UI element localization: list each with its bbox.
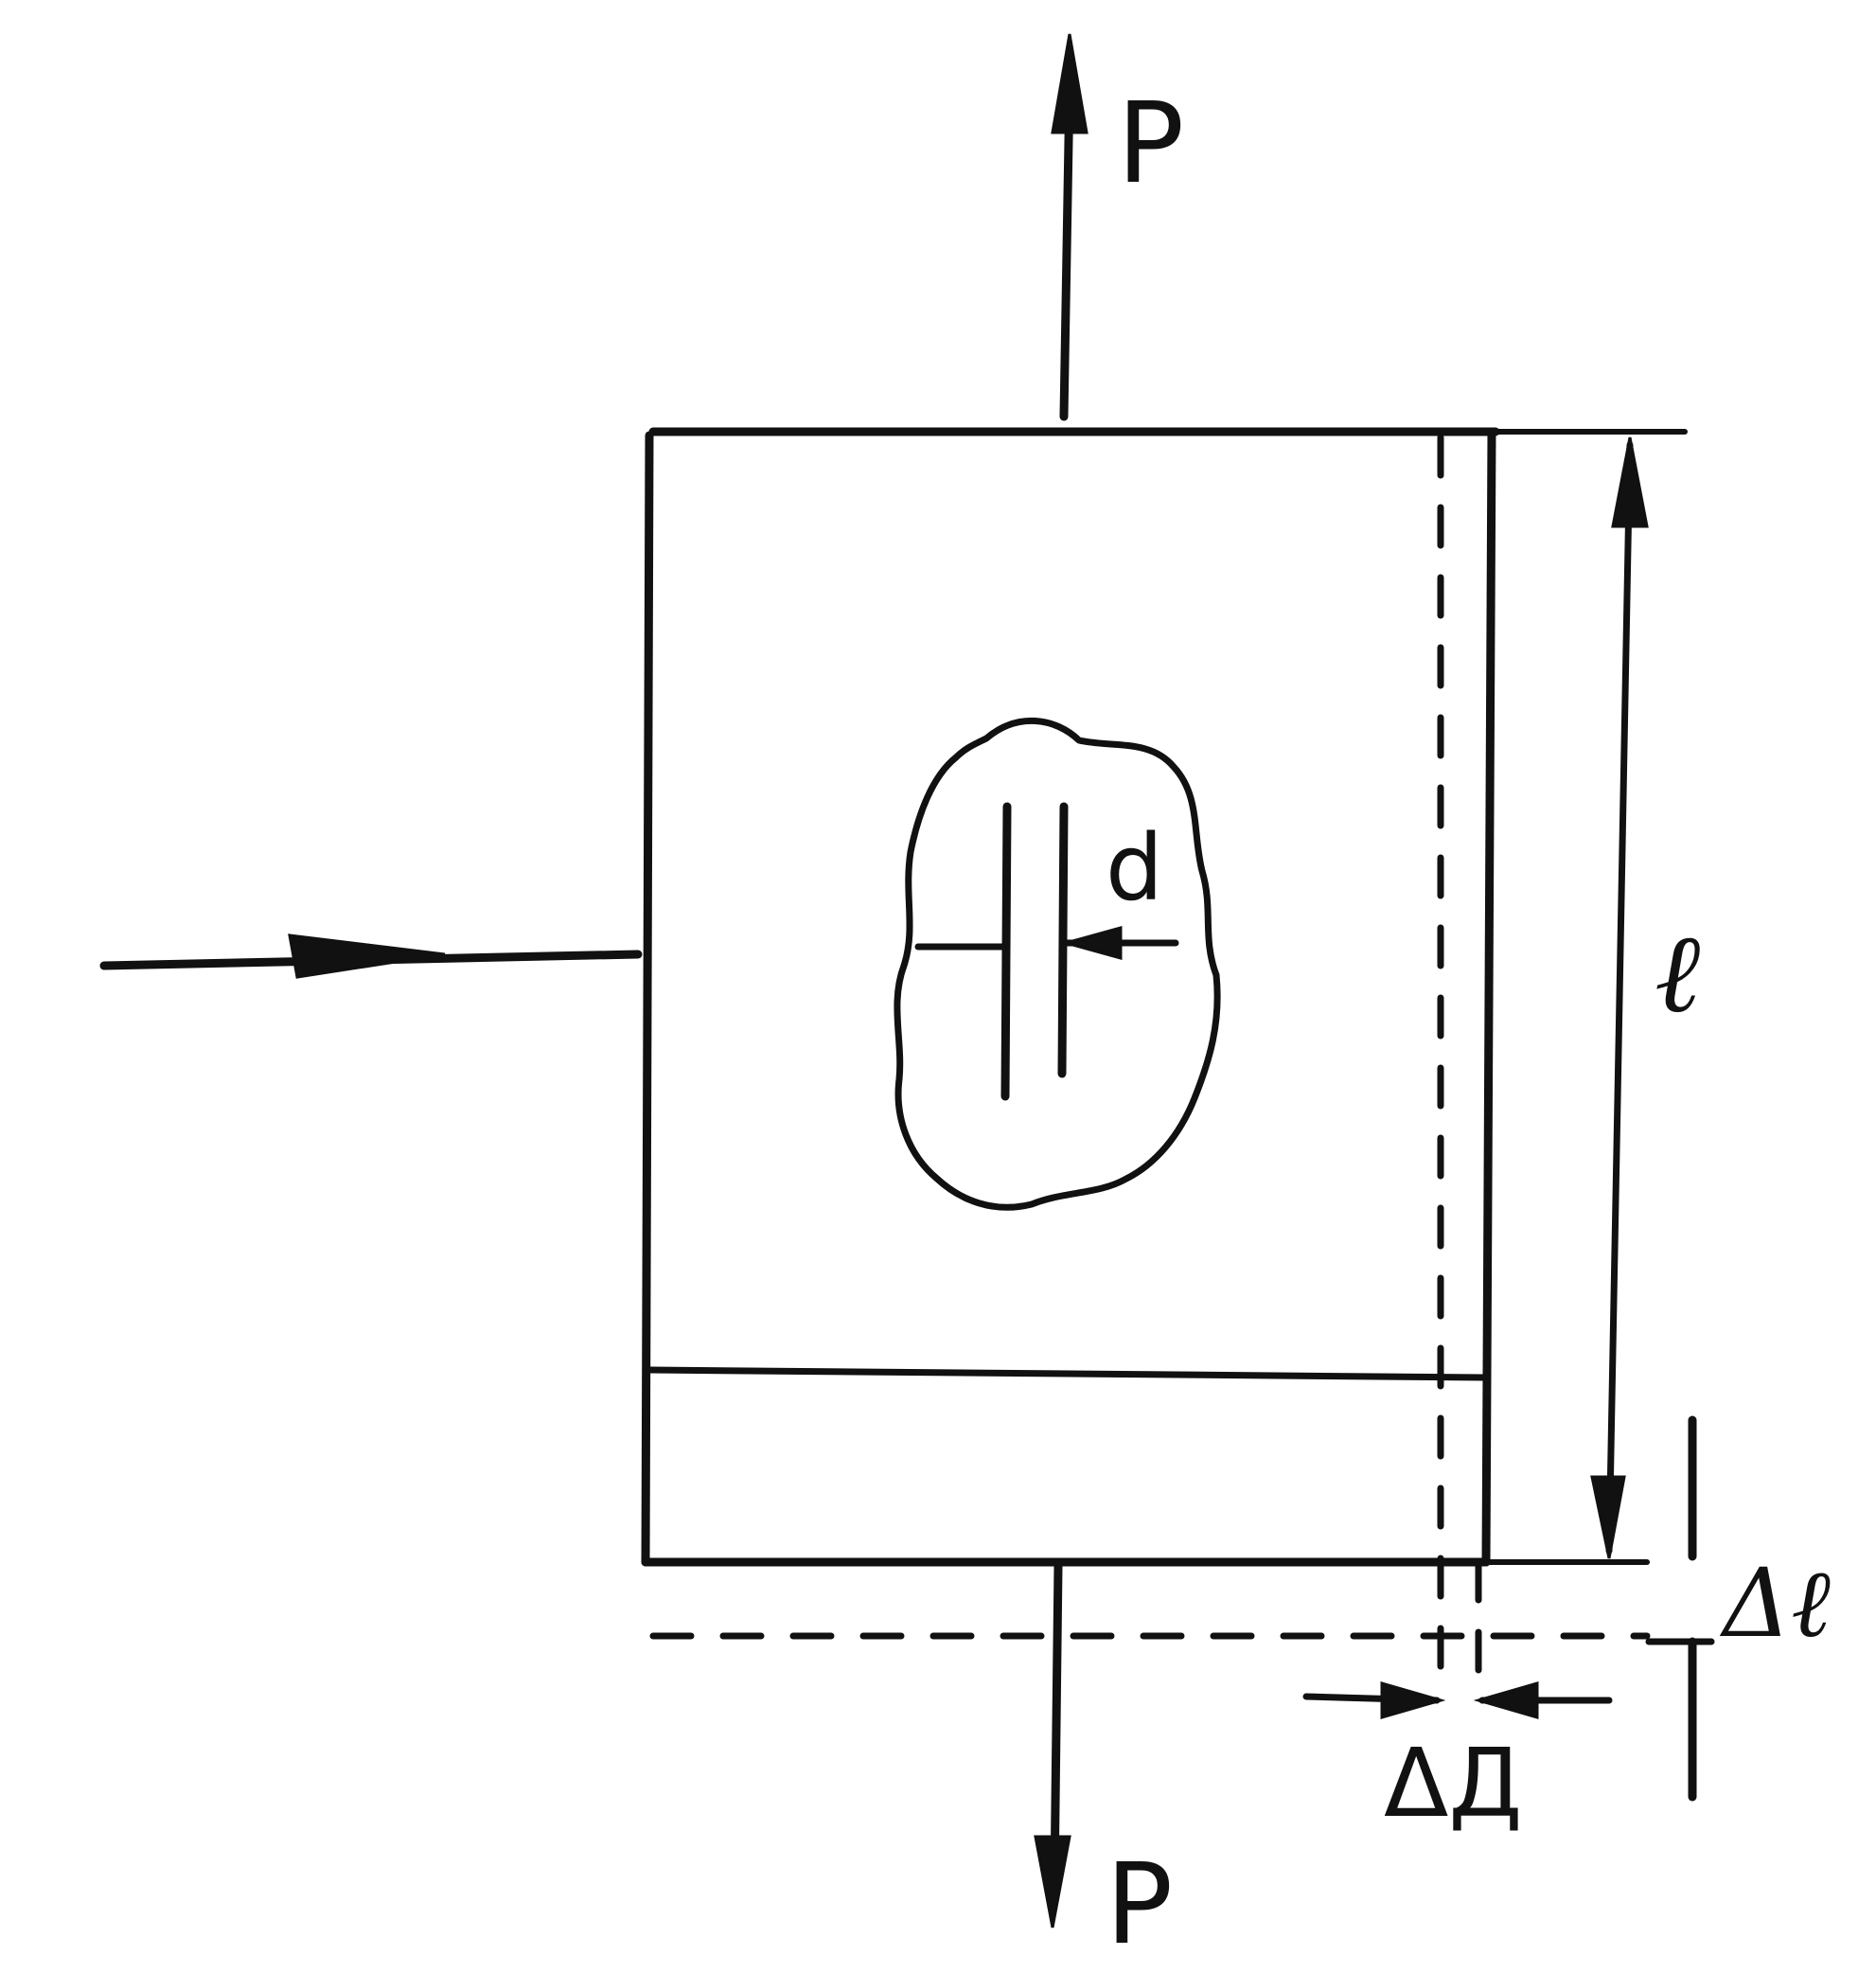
gap-left-line (1000, 802, 1012, 1101)
length-dimension-line (1605, 441, 1634, 1555)
gap-label: d (1106, 815, 1163, 921)
arrow-down-icon (1034, 1835, 1071, 1929)
arrow-down-icon (1590, 1475, 1626, 1559)
force-bottom-shaft (1050, 1561, 1063, 1889)
elongation-dimension (1645, 1415, 1715, 1802)
arrow-up-icon (1051, 33, 1088, 134)
arrow-right-icon (1380, 1681, 1446, 1719)
force-bottom-label: P (1106, 1839, 1173, 1969)
deformed-outline (649, 429, 1688, 1689)
plate-left-edge (641, 431, 654, 1567)
force-top-arrow (1051, 33, 1088, 421)
cutout-blob-outline (894, 717, 1221, 1211)
force-bottom-arrow (1034, 1561, 1071, 1929)
plate-outline (641, 427, 1500, 1567)
elongation-label: Δℓ (1719, 1548, 1831, 1659)
force-top-shaft (1059, 80, 1074, 421)
lateral-contraction-dimension (1302, 1681, 1613, 1719)
force-top-label: P (1117, 78, 1184, 208)
arrow-right-icon (288, 933, 446, 979)
length-dimension (1590, 436, 1649, 1559)
plate-inner-horizontal-line (646, 1366, 1488, 1381)
cutout-detail (894, 717, 1221, 1211)
gap-right-line (1057, 802, 1069, 1078)
arrow-left-icon (1473, 1681, 1539, 1719)
arrow-left-icon (1060, 926, 1123, 960)
left-pointer-arrow (99, 933, 643, 979)
arrow-up-icon (1611, 436, 1649, 528)
lateral-contraction-label: ΔД (1384, 1728, 1523, 1839)
plate-right-edge (1481, 427, 1496, 1567)
length-label: ℓ (1655, 910, 1700, 1038)
